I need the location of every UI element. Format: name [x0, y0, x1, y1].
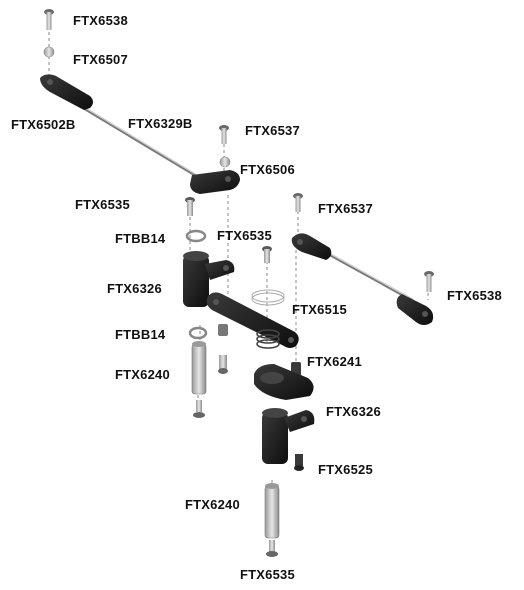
- screw-right-part: [293, 193, 303, 212]
- label-ball-mid-1: FTX6506: [240, 162, 295, 177]
- label-screw-top-1: FTX6538: [73, 13, 128, 28]
- washer-stack-part: [251, 289, 285, 306]
- label-screw-right: FTX6537: [318, 201, 373, 216]
- label-screw-bottom: FTX6535: [240, 567, 295, 582]
- screw-far-right-part: [424, 271, 434, 292]
- arm-link-part: [206, 292, 299, 348]
- label-bearing-upper: FTBB14: [115, 231, 166, 246]
- label-bearing-lower: FTBB14: [115, 327, 166, 342]
- label-screw-mid-1: FTX6537: [245, 123, 300, 138]
- label-screw-center: FTX6535: [217, 228, 272, 243]
- post-lower-part: [264, 483, 280, 539]
- label-post-lower: FTX6240: [185, 497, 240, 512]
- bearing-lower-part: [188, 326, 208, 340]
- label-post-left: FTX6240: [115, 367, 170, 382]
- bellcrank-lower-part: [254, 364, 315, 464]
- screw-mid-2-part: [185, 197, 195, 216]
- rod-upper-part: [81, 105, 196, 177]
- post-left-part: [191, 341, 207, 395]
- bearing-upper-part: [185, 229, 207, 243]
- label-screw-lower: FTX6525: [318, 462, 373, 477]
- ball-link-mid-part: [190, 170, 240, 194]
- ball-top-part: [43, 46, 55, 58]
- screw-small-left-part: [218, 355, 228, 374]
- label-ball-link-left: FTX6502B: [11, 117, 76, 132]
- ball-link-right-start-part: [291, 233, 332, 260]
- ball-link-left-part: [40, 74, 93, 110]
- label-ball-top-1: FTX6507: [73, 52, 128, 67]
- nut-left-part: [218, 324, 228, 336]
- label-screw-far-right: FTX6538: [447, 288, 502, 303]
- screw-lower-part: [294, 454, 304, 471]
- screw-left-bottom-part: [193, 400, 205, 418]
- label-screw-mid-2: FTX6535: [75, 197, 130, 212]
- screw-mid-1-part: [219, 125, 229, 144]
- bellcrank-upper-part: [183, 251, 235, 307]
- label-bellcrank-upper: FTX6326: [107, 281, 162, 296]
- label-arm-link: FTX6515: [292, 302, 347, 317]
- spring-part: [256, 329, 280, 349]
- ball-mid-1-part: [219, 156, 231, 168]
- screw-center-part: [262, 246, 272, 263]
- label-bellcrank-lower: FTX6326: [326, 404, 381, 419]
- rod-right-part: [324, 250, 413, 302]
- screw-top-part: [44, 9, 54, 30]
- label-rod-upper: FTX6329B: [128, 116, 193, 131]
- ball-link-right-end-part: [396, 294, 434, 325]
- screw-bottom-part: [266, 540, 278, 557]
- label-nut-center: FTX6241: [307, 354, 362, 369]
